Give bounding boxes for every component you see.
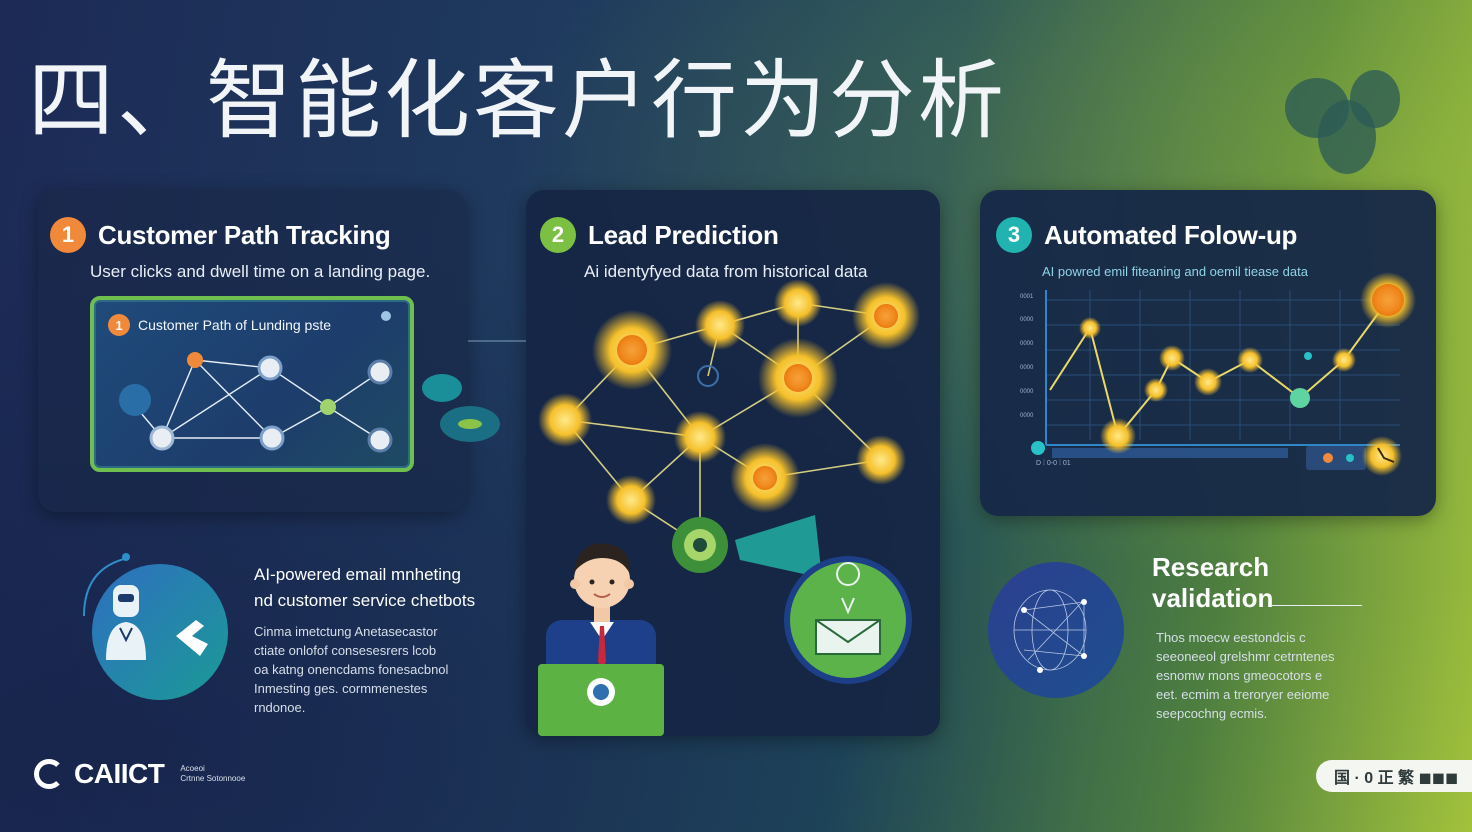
decorative-blob <box>1350 70 1400 128</box>
chart-point <box>1332 348 1356 372</box>
chart-y-tick: 0000 <box>1020 365 1034 371</box>
chart-y-tick: 0000 <box>1020 389 1034 395</box>
logo-subtitle-line: Crtnne Sotonnooe <box>180 774 246 783</box>
research-body-line: Thos moecw eestondcis c <box>1156 630 1306 645</box>
path-node <box>257 355 283 381</box>
logo-mark-icon <box>34 759 64 789</box>
path-node <box>259 425 285 451</box>
chart-point <box>1100 418 1136 454</box>
globe-network <box>1013 589 1087 671</box>
path-node <box>320 399 336 415</box>
pin-icon <box>836 562 861 615</box>
path-network-graph <box>129 359 381 441</box>
decorative-arc <box>83 557 129 617</box>
page-title: 四、智能化客户行为分析 <box>28 51 1007 151</box>
lead-node <box>774 279 822 327</box>
card-2-header: 2 Lead Prediction <box>540 217 779 253</box>
chart-control <box>1306 446 1366 470</box>
section-body-line: ctiate onlofof consesesrers lcob <box>254 643 437 658</box>
card-1-subtitle: User clicks and dwell time on a landing … <box>90 262 431 281</box>
email-marketing-section: AI-powered email mnheting nd customer se… <box>254 562 475 717</box>
section-body-line: oa katng onencdams fonesacbnol <box>254 662 449 677</box>
section-title: AI-powered email mnheting <box>254 565 461 584</box>
research-body-line: seepcochng ecmis. <box>1156 706 1268 721</box>
panel-header: 1 Customer Path of Lunding pste <box>108 314 331 336</box>
megaphone-icon <box>735 515 822 578</box>
research-body-line: eet. ecmim a treroryer eeiome <box>1156 687 1330 702</box>
person-illustration <box>546 543 656 680</box>
chart-point <box>1237 347 1263 373</box>
chart-point <box>1144 378 1168 402</box>
lead-node <box>753 466 777 490</box>
lead-node <box>538 393 592 447</box>
card-3-title: Automated Folow-up <box>1044 219 1298 250</box>
chart-y-tick: 0000 <box>1020 341 1034 347</box>
step-number-badge: 2 <box>540 217 576 253</box>
chart-small-dot <box>1304 352 1312 360</box>
lead-node <box>617 335 647 365</box>
research-title: Research <box>1152 552 1270 582</box>
lead-node <box>674 411 726 463</box>
chart-series-line <box>1049 299 1389 439</box>
section-title: nd customer service chetbots <box>254 591 476 610</box>
chart-y-tick: 0001 <box>1020 294 1034 300</box>
lead-nodes <box>538 279 920 525</box>
section-body-line: rndonoe. <box>254 700 306 715</box>
chart-footer-label: D ⁞ 0-0 ⁞ 01 <box>1036 460 1071 467</box>
chat-bubble-icon <box>422 374 462 402</box>
logo-name: CAIICT <box>74 758 165 789</box>
bottom-right-badge: 国 · 0 正 繁 ◼◼◼ <box>1316 760 1472 792</box>
chart-y-tick: 0000 <box>1020 317 1034 323</box>
chat-bubble-icon <box>119 384 151 416</box>
customer-path-panel: 1 Customer Path of Lunding pste <box>90 296 414 472</box>
research-body-line: seeoneeol grelshmr cetrntenes <box>1156 649 1335 664</box>
chart-point <box>1290 388 1310 408</box>
chart-timeline-bar <box>1052 448 1288 458</box>
card-1-title: Customer Path Tracking <box>98 219 391 250</box>
research-body-line: esnomw mons gmeocotors e <box>1156 668 1323 683</box>
section-body-line: Inmesting ges. cormmenestes <box>254 681 428 696</box>
lead-node <box>874 304 898 328</box>
research-validation-section: Research validation <box>1152 552 1273 614</box>
chart-y-tick: 0000 <box>1020 413 1034 419</box>
step-number-badge: 3 <box>996 217 1032 253</box>
panel-number-badge: 1 <box>108 314 130 336</box>
chart-point <box>1194 368 1222 396</box>
path-node <box>367 427 393 453</box>
chart-point <box>1372 284 1404 316</box>
lead-node <box>695 300 745 350</box>
chart-point <box>1159 345 1185 371</box>
chart-point <box>1079 317 1101 339</box>
hand-icon <box>176 620 208 656</box>
lead-node <box>784 364 812 392</box>
logo-subtitle-line: Acoeoi <box>180 764 205 773</box>
lead-node <box>606 475 656 525</box>
caict-logo: CAIICT Acoeoi Crtnne Sotonnooe <box>34 758 245 790</box>
card-2-title: Lead Prediction <box>588 219 779 250</box>
path-node <box>367 359 393 385</box>
faint-node <box>697 365 719 387</box>
research-divider <box>1268 605 1362 606</box>
step-number-badge: 1 <box>50 217 86 253</box>
card-3-subtitle: AI powred emil fiteaning and oemil tieas… <box>1042 264 1308 279</box>
section-body-line: Cinma imetctung Anetasecastor <box>254 624 438 639</box>
card-1-header: 1 Customer Path Tracking <box>50 217 391 253</box>
path-node <box>149 425 175 451</box>
chart-legend-dot <box>1031 441 1045 455</box>
card-2-subtitle: Ai identyfyed data from historical data <box>584 262 868 281</box>
path-node <box>187 352 203 368</box>
chart-points <box>1079 272 1416 454</box>
envelope-icon <box>815 619 881 655</box>
card-3-header: 3 Automated Folow-up <box>996 217 1297 253</box>
logo-subtitle: Acoeoi Crtnne Sotonnooe <box>180 764 245 784</box>
wifi-icon <box>381 311 391 321</box>
research-title: validation <box>1152 583 1274 613</box>
chat-bubble-dots <box>458 419 482 429</box>
green-hub-node <box>693 538 707 552</box>
panel-title: Customer Path of Lunding pste <box>138 317 332 333</box>
lead-node <box>856 435 906 485</box>
research-body: Thos moecw eestondcis c seeoneeol grelsh… <box>1156 628 1335 723</box>
